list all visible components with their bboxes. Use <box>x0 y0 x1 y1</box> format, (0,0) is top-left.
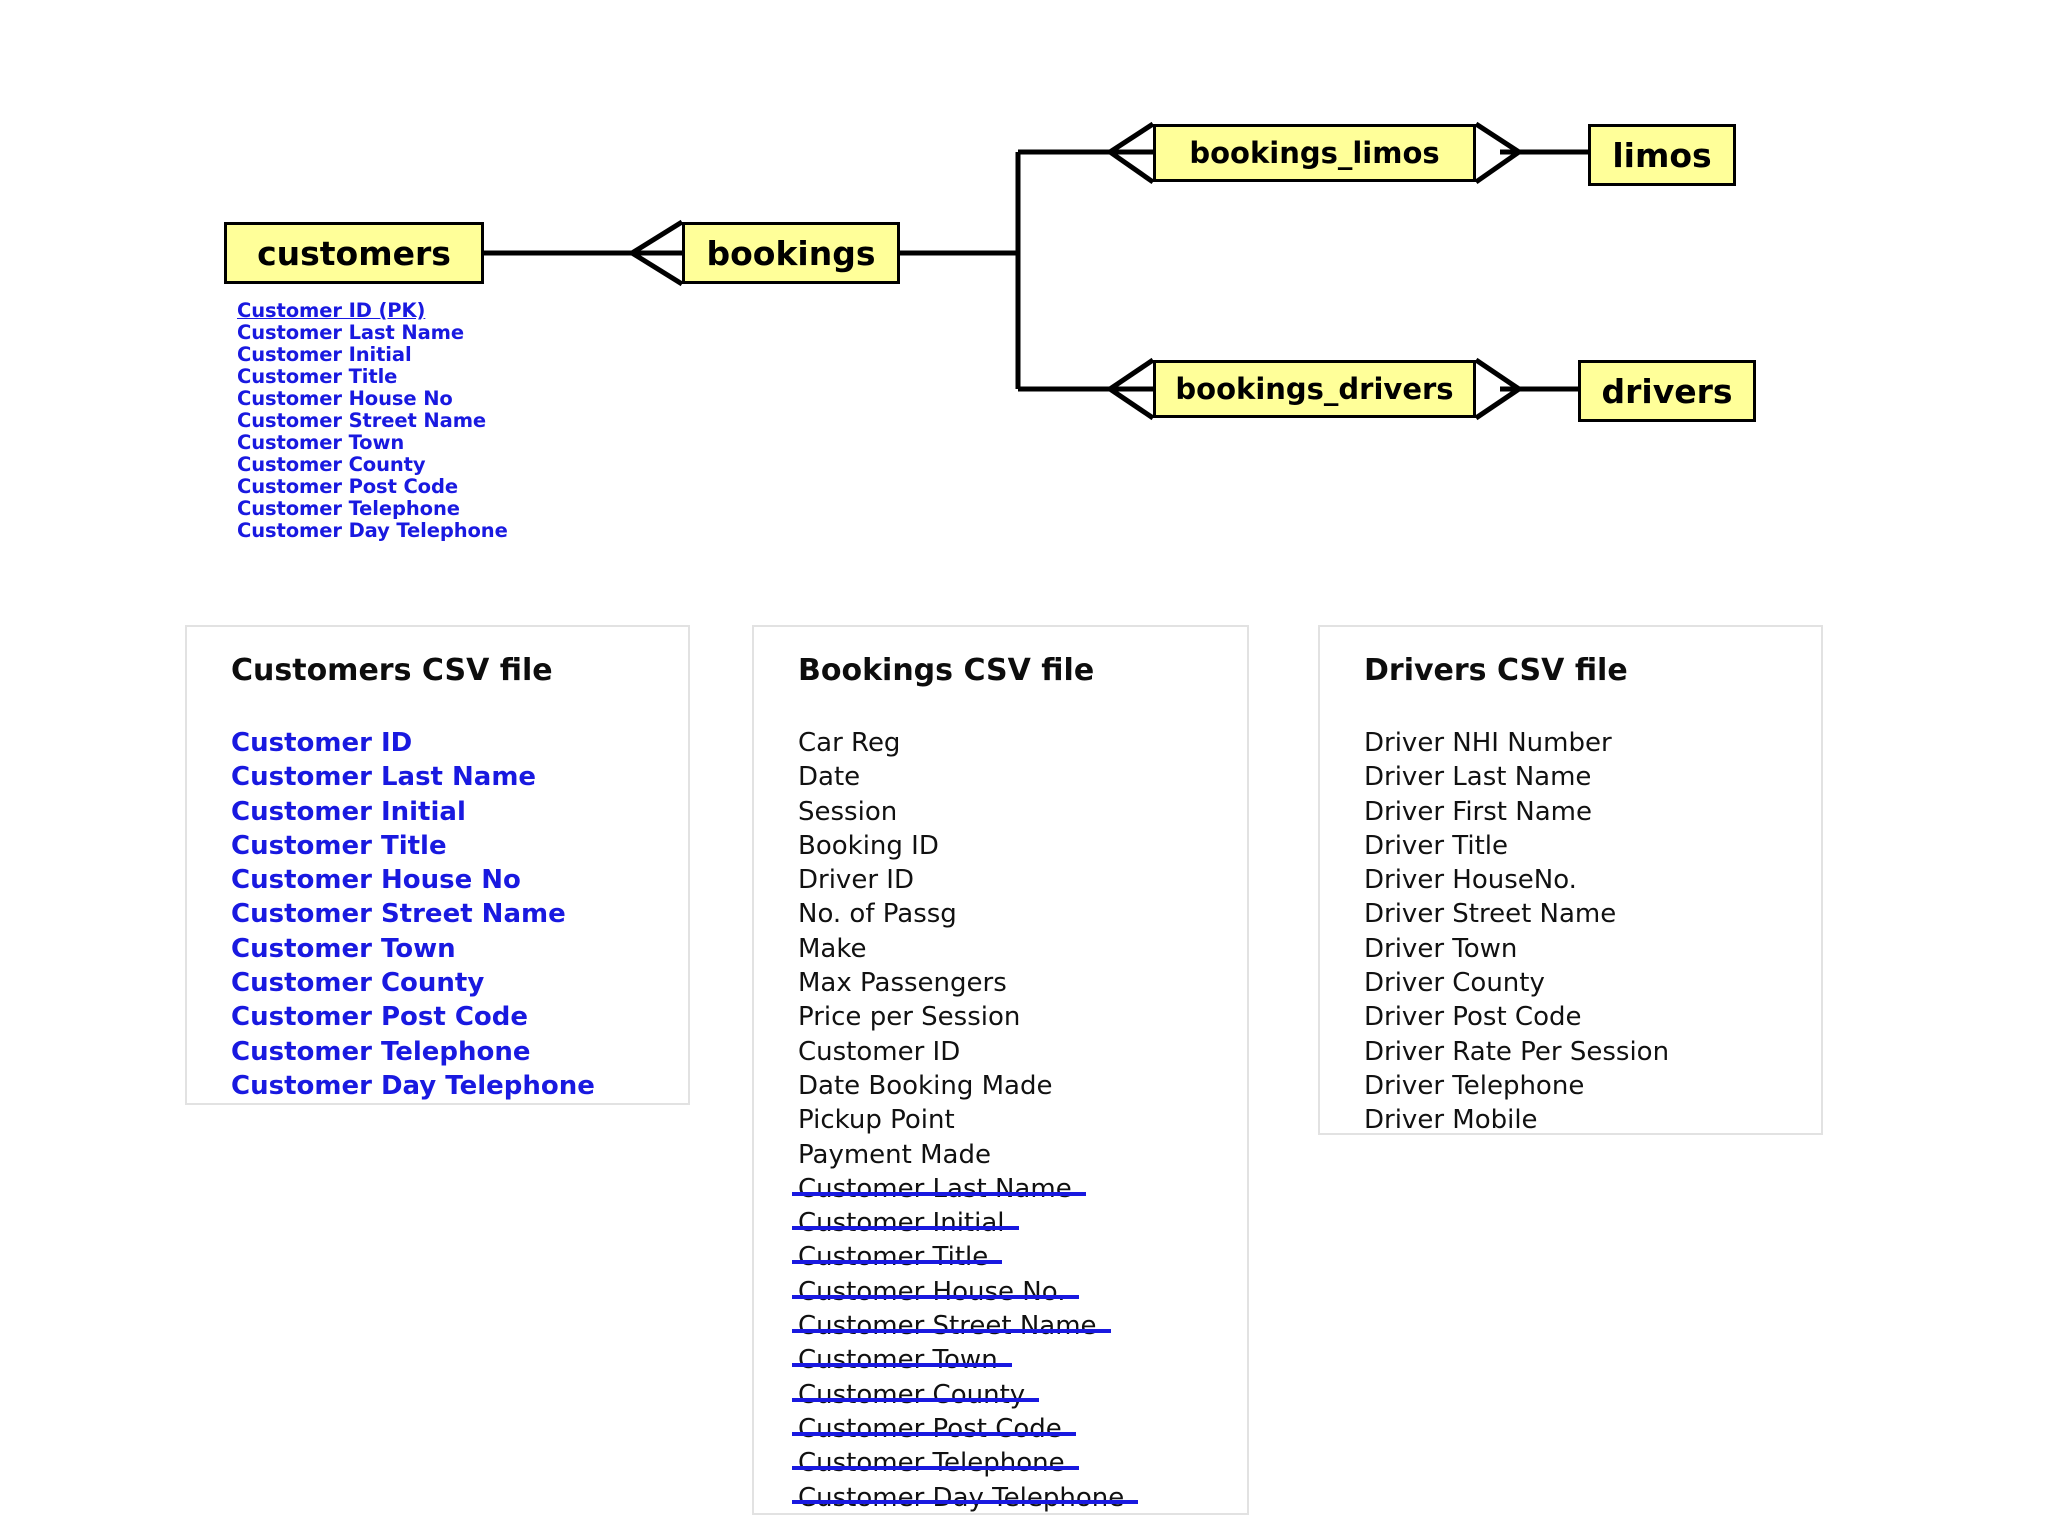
er-connectors <box>484 121 1588 421</box>
csv-field-item: Customer Title <box>231 830 447 861</box>
crow-foot-bookings-limos-right <box>1474 121 1521 185</box>
customers-attribute: Customer Last Name <box>237 321 464 344</box>
csv-field-item: Driver Telephone <box>1364 1070 1585 1101</box>
customers-attribute: Customer Title <box>237 365 398 388</box>
customers-attribute: Customer Day Telephone <box>237 519 508 542</box>
customers-attribute: Customer Street Name <box>237 409 487 432</box>
csv-field-item: Customer Day Telephone <box>791 1481 1139 1515</box>
csv-panel-title: Bookings CSV file <box>798 653 1095 688</box>
csv-field-item: Customer Post Code <box>792 1412 1076 1446</box>
csv-field-item: No. of Passg <box>798 899 957 930</box>
csv-field-item: Session <box>798 796 898 827</box>
csv-field-item: Driver Post Code <box>1364 1002 1582 1033</box>
csv-field-item: Booking ID <box>798 830 939 861</box>
csv-field-item: Driver Street Name <box>1364 899 1617 930</box>
csv-field-item: Driver NHI Number <box>1364 728 1612 758</box>
csv-panel-title: Drivers CSV file <box>1364 653 1628 688</box>
crow-foot-bookings-drivers-left <box>1108 357 1155 421</box>
entity-drivers[interactable]: drivers <box>1578 360 1756 422</box>
csv-field-item: Customer Telephone <box>792 1446 1079 1480</box>
entity-bookings[interactable]: bookings <box>682 222 900 284</box>
customers-attribute: Customer Telephone <box>237 497 460 520</box>
customers-attribute: Customer ID (PK) <box>237 299 426 322</box>
csv-field-item: Customer County <box>791 1378 1040 1412</box>
csv-field-item: Customer House No. <box>791 1275 1080 1309</box>
csv-field-item: Customer Day Telephone <box>231 1070 595 1101</box>
csv-field-item: Driver Last Name <box>1364 762 1592 793</box>
csv-field-item: Customer Title <box>791 1240 1003 1274</box>
csv-field-item: Driver HouseNo. <box>1364 865 1577 896</box>
customers-attribute: Customer House No <box>237 387 453 410</box>
entity-limos[interactable]: limos <box>1588 124 1736 186</box>
csv-field-item: Customer Street Name <box>231 899 566 930</box>
entity-customers[interactable]: customers <box>224 222 484 284</box>
customers-attribute: Customer Initial <box>237 343 412 366</box>
customers-attribute: Customer County <box>237 453 426 476</box>
csv-field-item: Driver County <box>1364 968 1545 999</box>
csv-field-item: Customer ID <box>798 1036 961 1067</box>
csv-field-item: Customer Town <box>231 933 456 964</box>
crow-foot-bookings-drivers-right <box>1474 357 1521 421</box>
csv-field-item: Customer Telephone <box>231 1036 531 1067</box>
csv-field-item: Driver Town <box>1364 933 1518 964</box>
csv-field-item: Date <box>798 762 861 793</box>
csv-field-item: Driver First Name <box>1364 796 1592 827</box>
csv-field-item: Customer Initial <box>231 796 466 827</box>
csv-field-item: Driver ID <box>798 865 914 896</box>
csv-field-item: Customer House No <box>231 865 521 896</box>
er-diagram: customers bookings bookings_limos limos … <box>0 0 2048 600</box>
csv-field-item: Customer Post Code <box>231 1002 529 1033</box>
csv-field-item: Car Reg <box>798 728 901 758</box>
csv-field-item: Make <box>798 933 867 964</box>
csv-field-item: Customer Street Name <box>792 1309 1111 1343</box>
csv-field-item: Customer Initial <box>792 1206 1019 1240</box>
entity-bookings-limos[interactable]: bookings_limos <box>1153 124 1476 182</box>
csv-field-item: Date Booking Made <box>798 1070 1053 1101</box>
csv-field-item: Payment Made <box>798 1139 991 1170</box>
csv-field-item: Customer Last Name <box>792 1172 1086 1206</box>
crow-foot-bookings <box>630 219 684 287</box>
csv-field-item: Price per Session <box>798 1002 1021 1033</box>
csv-field-item: Customer Last Name <box>231 762 537 793</box>
entity-bookings-drivers[interactable]: bookings_drivers <box>1153 360 1476 418</box>
csv-field-item: Driver Rate Per Session <box>1364 1036 1670 1067</box>
csv-field-item: Driver Title <box>1364 830 1508 861</box>
customers-attribute: Customer Post Code <box>237 475 458 498</box>
csv-field-item: Customer Town <box>792 1343 1012 1377</box>
crow-foot-bookings-limos-left <box>1108 121 1155 185</box>
csv-field-item: Customer County <box>231 968 485 999</box>
csv-field-item: Customer ID <box>231 728 413 758</box>
csv-field-item: Pickup Point <box>798 1105 955 1136</box>
csv-field-item: Max Passengers <box>798 968 1007 999</box>
csv-panel-customers: Customers CSV file Customer ID Customer L… <box>185 625 690 1105</box>
customers-attribute: Customer Town <box>237 431 405 454</box>
csv-panel-title: Customers CSV file <box>231 653 553 688</box>
csv-field-item: Driver Mobile <box>1364 1105 1538 1136</box>
